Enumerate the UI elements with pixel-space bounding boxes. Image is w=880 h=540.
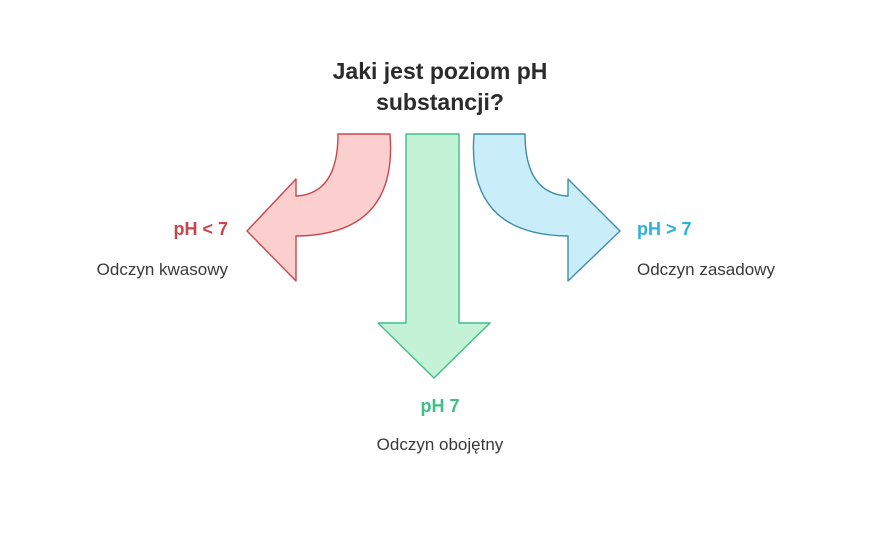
acid-ph-label: pH < 7 [173, 219, 228, 239]
neutral-arrow [377, 133, 491, 379]
neutral-ph-label: pH 7 [420, 396, 460, 416]
title-line-1: Jaki jest poziom pH [332, 58, 548, 84]
base-ph-label: pH > 7 [637, 219, 692, 239]
base-description: Odczyn zasadowy [637, 260, 775, 279]
base-arrow [472, 133, 621, 282]
acid-arrow [246, 133, 392, 282]
diagram-title: Jaki jest poziom pH substancji? [240, 56, 640, 118]
title-line-2: substancji? [376, 89, 504, 115]
neutral-description: Odczyn obojętny [376, 435, 504, 454]
acid-description: Odczyn kwasowy [96, 260, 228, 279]
